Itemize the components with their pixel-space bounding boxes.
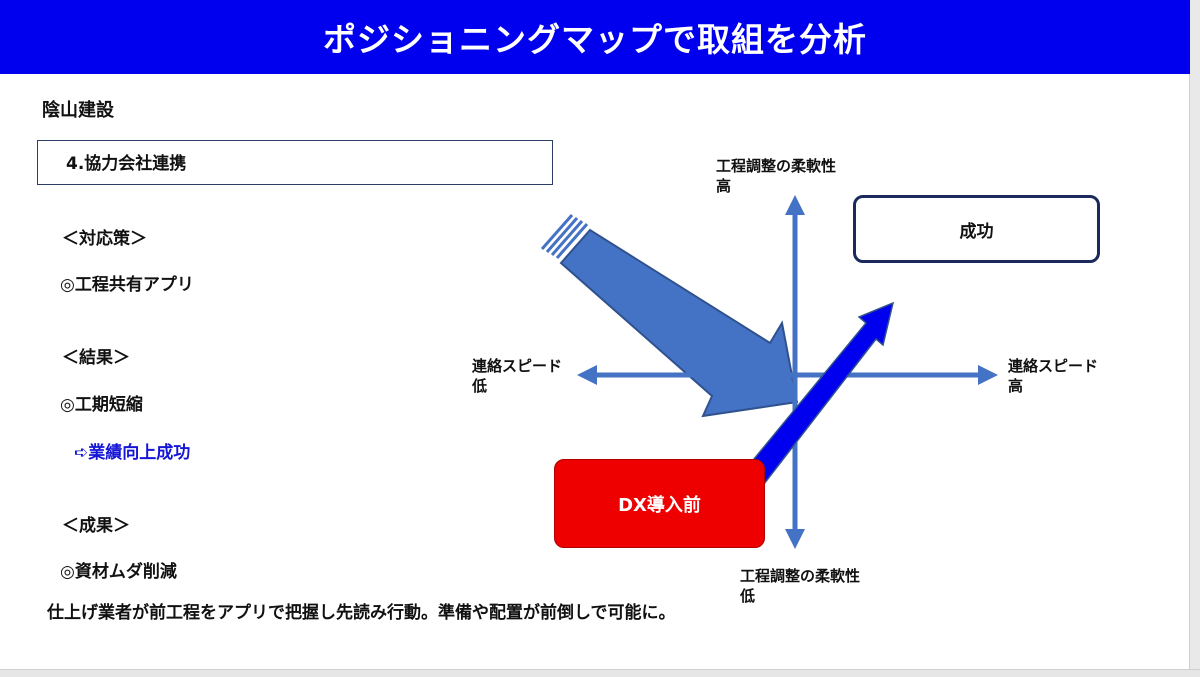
axis-label-top: 工程調整の柔軟性 高 <box>716 156 836 196</box>
outcome-item: ◎資材ムダ削減 <box>60 562 177 582</box>
axis-label-left-title: 連絡スピード <box>472 357 563 375</box>
summary-text: 仕上げ業者が前工程をアプリで把握し先読み行動。準備や配置が前倒しで可能に。 <box>47 603 676 623</box>
success-box: 成功 <box>853 195 1100 263</box>
horizontal-scrollbar[interactable] <box>0 669 1200 677</box>
axis-label-bottom-level: 低 <box>740 587 756 605</box>
axis-label-left: 連絡スピード 低 <box>472 356 562 396</box>
before-dx-box: DX導入前 <box>554 459 765 548</box>
axis-label-right-title: 連絡スピード <box>1008 357 1099 375</box>
measures-item: ◎工程共有アプリ <box>60 275 194 295</box>
result-subitem: ➪業績向上成功 <box>74 443 191 463</box>
axis-label-left-level: 低 <box>472 377 488 395</box>
axis-label-top-title: 工程調整の柔軟性 <box>716 157 837 175</box>
small-diagonal-arrow <box>738 301 895 495</box>
measures-heading: ＜対応策＞ <box>62 229 147 249</box>
section-heading-box: 4.協力会社連携 <box>37 140 553 185</box>
axis-label-bottom: 工程調整の柔軟性 低 <box>740 566 860 606</box>
before-dx-label: DX導入前 <box>618 494 701 516</box>
axis-label-right: 連絡スピード 高 <box>1008 356 1098 396</box>
vertical-axis <box>785 195 805 549</box>
horizontal-axis <box>577 365 998 385</box>
axis-label-top-level: 高 <box>716 177 732 195</box>
vertical-scrollbar[interactable] <box>1189 0 1200 677</box>
outcome-heading: ＜成果＞ <box>62 516 130 536</box>
success-label: 成功 <box>959 221 994 242</box>
big-diagonal-arrow <box>540 214 799 418</box>
section-heading: 4.協力会社連携 <box>66 154 187 174</box>
title-bar: ポジショニングマップで取組を分析 <box>0 0 1190 74</box>
company-name: 陰山建設 <box>42 100 114 121</box>
result-item: ◎工期短縮 <box>60 395 143 415</box>
axis-label-right-level: 高 <box>1008 377 1024 395</box>
result-heading: ＜結果＞ <box>62 348 130 368</box>
axis-label-bottom-title: 工程調整の柔軟性 <box>740 567 861 585</box>
page-title: ポジショニングマップで取組を分析 <box>323 20 867 59</box>
